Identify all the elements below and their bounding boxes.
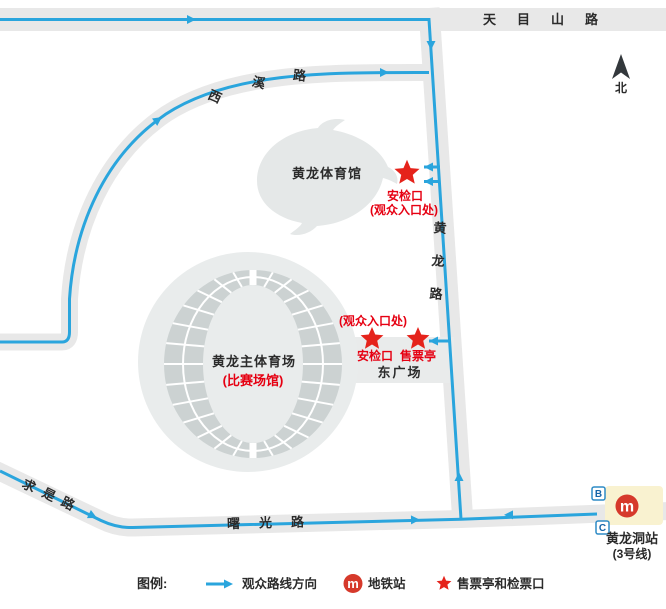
road-bands — [0, 7, 666, 537]
exit-c-label: C — [599, 523, 606, 534]
road-label-shuguang: 曙光路 — [226, 513, 324, 532]
route-xixi — [0, 70, 430, 344]
east-plaza-name: 东广场 — [377, 365, 423, 380]
road-label-xixi-3: 路 — [292, 67, 307, 84]
metro-logo-icon — [615, 494, 639, 518]
east-gate-security-label: 安检口 — [356, 349, 394, 363]
east-gate-entrance-note: (观众入口处) — [339, 314, 407, 328]
legend-metro-label: 地铁站 — [368, 577, 406, 591]
route-shuguang — [0, 469, 598, 530]
stadium-name: 黄龙主体育场 — [211, 354, 297, 369]
exit-b-label: B — [595, 489, 602, 500]
legend-metro-icon — [343, 574, 363, 593]
station-name: 黄龙洞站 — [605, 531, 659, 546]
station-line: (3号线) — [612, 547, 652, 561]
arena-shape — [257, 118, 398, 236]
east-gate-ticket-label: 售票亭 — [399, 349, 437, 363]
stadium-subtitle: (比赛场馆) — [222, 373, 284, 388]
exit-c-badge — [595, 520, 610, 535]
north-gate-entrance-note: (观众入口处) — [370, 203, 438, 217]
metro-logos: m m — [343, 494, 639, 593]
legend-metro-glyph: m — [347, 576, 359, 591]
star-icon-north-gate — [394, 159, 420, 184]
north-arrow-icon — [612, 54, 630, 79]
legend-route-label: 观众路线方向 — [242, 577, 318, 591]
road-label-tianmushan: 天目山路 — [483, 12, 620, 27]
arrow-west-north-gate-1 — [424, 162, 433, 172]
east-plaza-area — [340, 337, 454, 383]
legend-star-icon — [436, 575, 452, 590]
route-tianmushan-huanglong — [0, 18, 463, 520]
north-label: 北 — [615, 81, 628, 95]
metro-logo-glyph: m — [620, 499, 634, 516]
legend-arrow-icon — [224, 579, 233, 589]
exit-b-badge — [591, 486, 606, 501]
stadium-stands-divider — [182, 276, 324, 452]
legend-title: 图例: — [137, 576, 168, 591]
stadium-stands-ring — [164, 270, 343, 458]
arena-name: 黄龙体育馆 — [291, 166, 363, 181]
legend-ticket-label: 售票亭和检票口 — [457, 577, 545, 591]
station-exits: B C — [591, 486, 610, 535]
arrow-west-north-gate-2 — [424, 177, 433, 186]
stadium-shape — [138, 252, 358, 472]
north-gate-security-label: 安检口 — [386, 189, 424, 203]
